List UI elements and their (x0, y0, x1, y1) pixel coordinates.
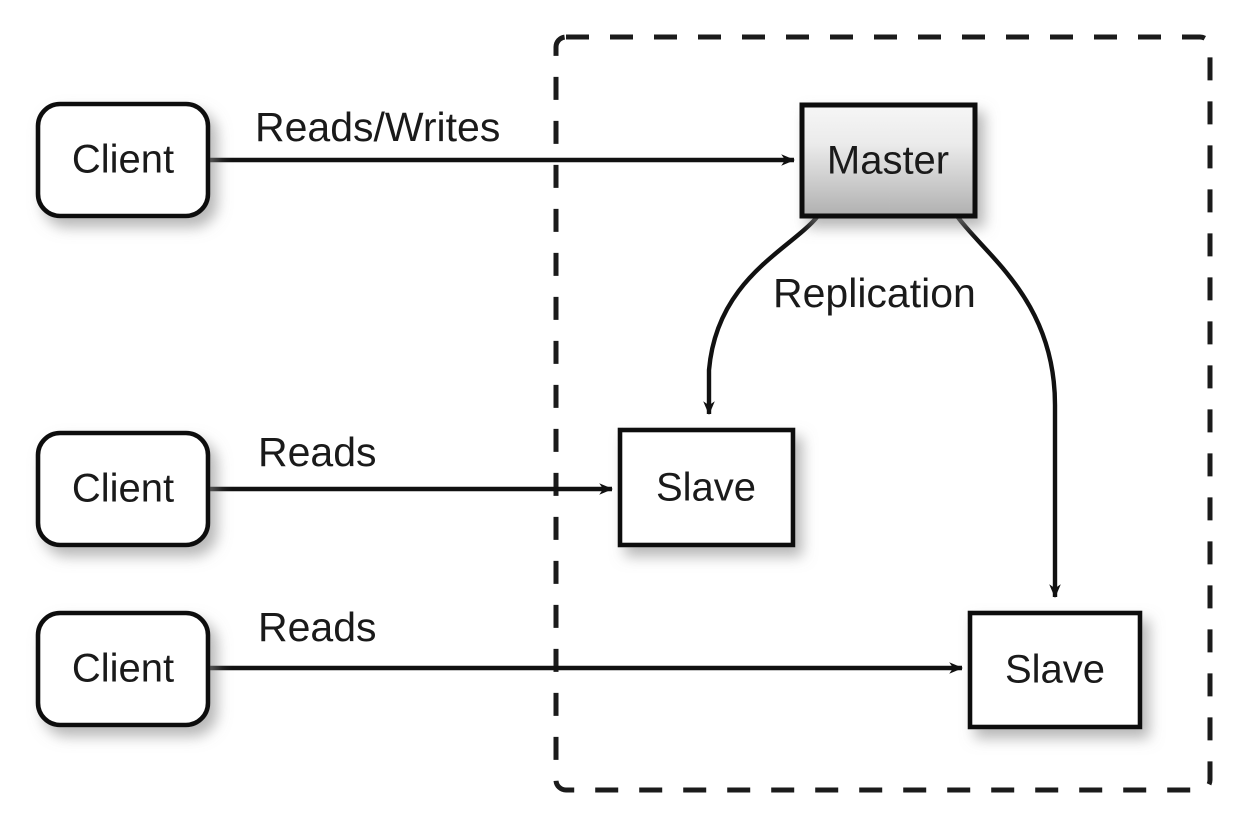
slave-1-box[interactable] (617, 427, 796, 548)
master-box[interactable] (799, 102, 978, 219)
client-3-label: Client (72, 647, 174, 691)
client-1-label: Client (72, 138, 174, 182)
slave-1-label: Slave (656, 466, 756, 510)
database-cluster-boundary (553, 34, 1213, 793)
edge-master-slave2 (955, 214, 1061, 598)
edge-label-reads-lower: Reads (258, 604, 377, 650)
edge-label-reads-upper: Reads (258, 429, 377, 475)
master-label: Master (827, 139, 949, 183)
client-2-box[interactable] (35, 430, 211, 548)
edge-label-reads-writes: Reads/Writes (255, 104, 500, 150)
node-client-2[interactable]: Client (35, 430, 211, 548)
node-slave-1[interactable]: Slave (617, 427, 796, 548)
client-1-box[interactable] (35, 101, 211, 219)
edge-master-slave1 (703, 214, 820, 415)
slave-2-box[interactable] (967, 610, 1143, 730)
slave-2-label: Slave (1005, 648, 1105, 692)
client-3-box[interactable] (35, 610, 211, 728)
node-client-3[interactable]: Client (35, 610, 211, 728)
node-slave-2[interactable]: Slave (967, 610, 1143, 730)
node-master[interactable]: Master (799, 102, 978, 219)
node-client-1[interactable]: Client (35, 101, 211, 219)
client-2-label: Client (72, 467, 174, 511)
edge-label-replication: Replication (773, 270, 976, 316)
